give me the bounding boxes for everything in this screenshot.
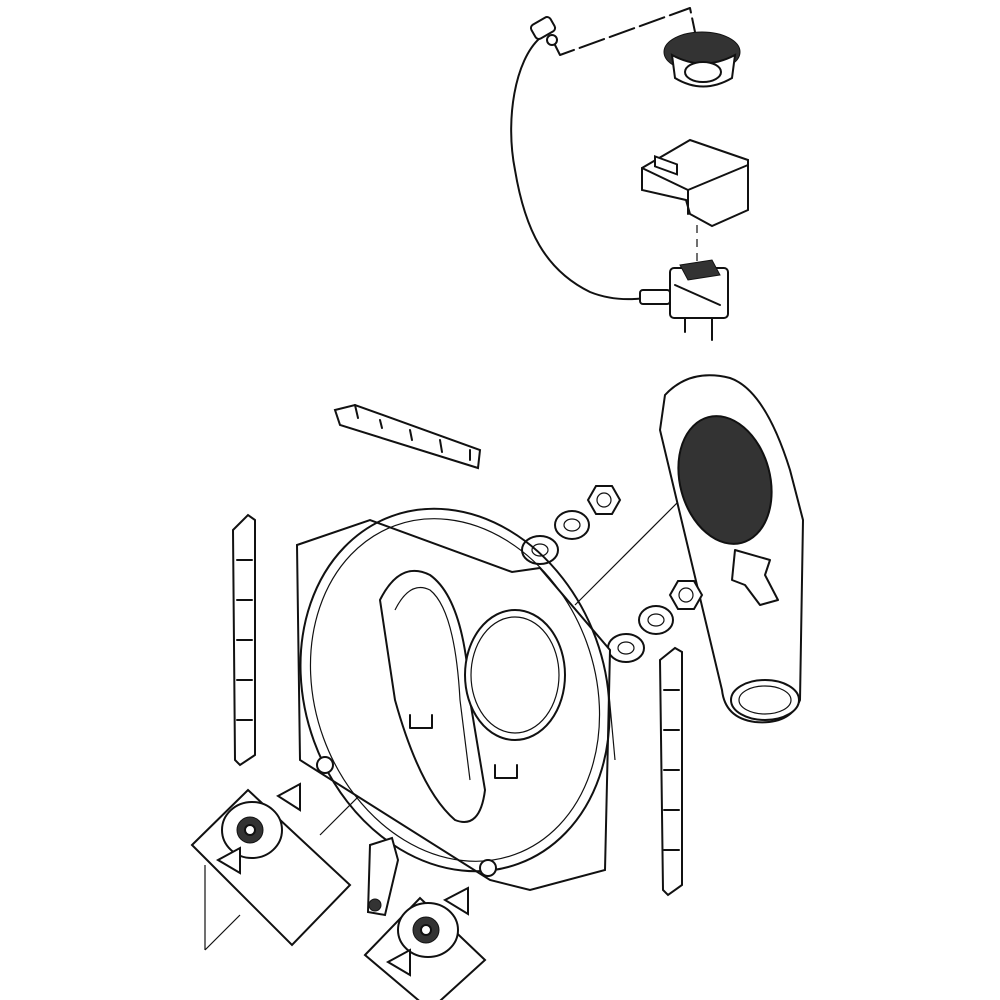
washer-icon	[554, 510, 590, 540]
rear-panel-icon	[295, 507, 612, 892]
duct-icon	[658, 374, 805, 724]
nut-icon	[586, 485, 622, 515]
power-cord-icon	[510, 16, 646, 301]
strip-icon	[231, 513, 256, 767]
strip-icon	[658, 646, 683, 897]
roller-icon	[397, 902, 459, 958]
cover-box-icon	[641, 138, 749, 228]
washer-icon	[638, 605, 674, 635]
warning-triangle-icon	[276, 782, 301, 812]
roller-box	[190, 782, 352, 947]
roller-box	[363, 886, 487, 1000]
cap-ring-icon	[663, 31, 741, 88]
warning-triangle-icon	[215, 846, 241, 875]
washer-icon	[521, 535, 559, 565]
warning-triangle-icon	[442, 886, 469, 916]
roller-icon	[221, 801, 283, 859]
valve-icon	[639, 259, 729, 341]
washer-icon	[607, 633, 645, 663]
nut-icon	[668, 580, 704, 610]
hinge-part-icon	[366, 836, 400, 917]
warning-triangle-icon	[385, 948, 411, 977]
mesh-filter	[677, 415, 773, 545]
bracket-icon	[333, 403, 482, 470]
hardware	[521, 485, 704, 663]
